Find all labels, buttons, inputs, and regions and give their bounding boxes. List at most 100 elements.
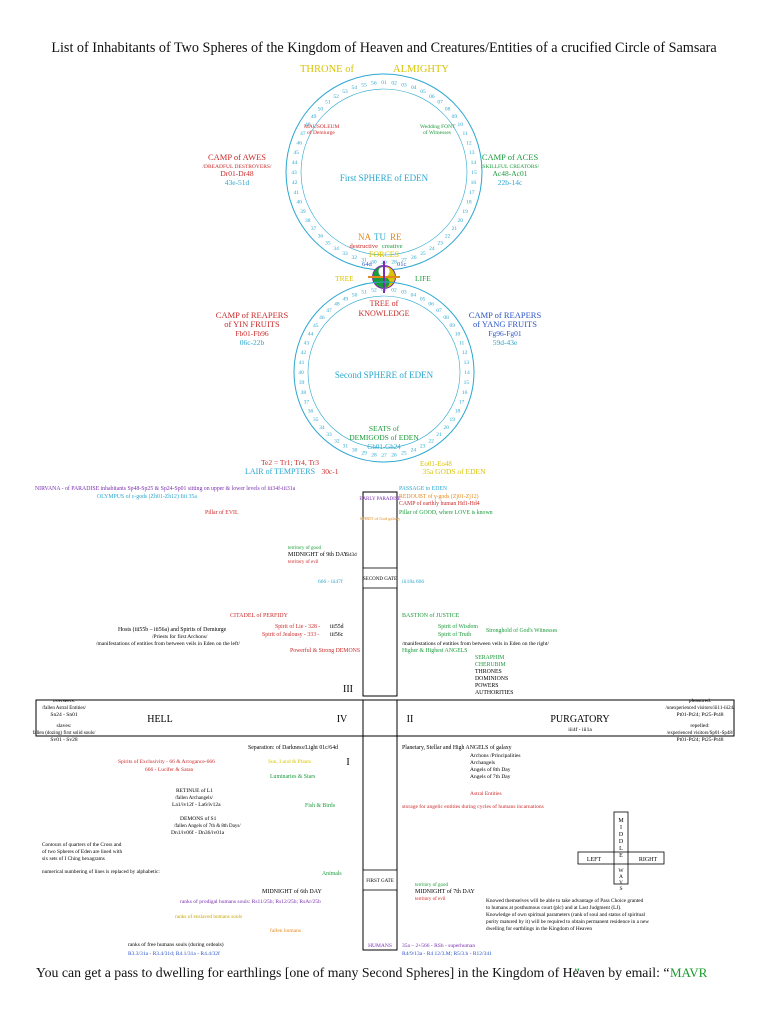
footer-quote-close: ”	[574, 965, 580, 980]
camp-yang-code: Fg96-Fg01	[488, 329, 522, 338]
first-sphere-tick: 38	[305, 218, 311, 224]
second-sphere-tick: 19	[450, 417, 456, 423]
first-sphere-tick: 24	[429, 246, 435, 252]
midnight-9-code: iii43d	[345, 553, 357, 558]
cross-right: RIGHT	[639, 857, 658, 863]
camp-yang-range: 59d-43e	[493, 338, 518, 347]
knowledge-text: Knowed themselves will be able to take a…	[486, 897, 650, 932]
contours-text: Contours of quarters of the Cross and of…	[42, 841, 124, 862]
second-sphere-tick: 40	[298, 370, 304, 376]
second-sphere-tick: 12	[462, 350, 468, 356]
demons-code: Dn1/iv06f - Dn36/iv01a	[171, 829, 225, 836]
first-sphere-tick: 35	[325, 240, 331, 246]
slaves-code: Sv01 - Sv28	[50, 737, 77, 743]
gods-label: 35a GODS of EDEN	[422, 467, 486, 476]
code-666-left: 666 - iii47f	[318, 578, 343, 585]
first-sphere-tick: 54	[352, 85, 358, 91]
quarter-iv: IV	[337, 714, 348, 725]
first-sphere-tick: 22	[445, 234, 451, 240]
pillar-good-label: Pillar of GOOD, where LOVE is known	[399, 509, 493, 516]
first-sphere-tick: 39	[300, 209, 306, 215]
higher-angels: Higher & Highest ANGELS	[402, 648, 468, 654]
hosts-left: Hosts (iii55b – iii56a) and Spirits of D…	[118, 626, 227, 633]
destructive-label: destructive	[349, 243, 378, 250]
retinue-sub: /fallen Archangels/	[175, 796, 214, 801]
authorities-label: AUTHORITIES	[475, 690, 513, 696]
second-sphere-tick: 22	[428, 438, 434, 444]
first-sphere-tick: 48	[305, 122, 311, 128]
territory-evil-lower: territory of evil	[415, 897, 446, 902]
upper-column: NIRVANA - of PARADISE inhabitants Sp48-S…	[35, 485, 558, 697]
nature-tu: TU	[374, 232, 386, 242]
first-sphere-tick: 06	[429, 94, 435, 100]
first-sphere-tick: 34	[333, 246, 339, 252]
first-sphere-tick: 32	[352, 255, 358, 261]
camp-awes-range: 43e-51d	[225, 178, 250, 187]
second-sphere-tick: 15	[464, 380, 470, 386]
first-sphere-tick: 31	[361, 258, 367, 264]
second-sphere-tick: 42	[301, 350, 307, 356]
storage-label: storage for angelic entities during cycl…	[402, 803, 544, 810]
second-gate-label: SECOND GATE	[363, 577, 397, 582]
pillar-evil-label: Pillar of EVIL	[205, 509, 239, 516]
retinue-label: RETINUE of L1	[176, 787, 213, 794]
olympus-label: OLYMPUS of ε-gods (Zh01-Zh12) Iiii 35a	[97, 493, 197, 500]
first-sphere-tick: 07	[437, 100, 443, 106]
almighty-label: ALMIGHTY	[393, 64, 449, 75]
second-sphere-tick: 52	[371, 288, 377, 294]
first-sphere-tick: 55	[361, 82, 367, 88]
second-sphere-tick: 23	[420, 444, 426, 450]
tree-label: TREE	[335, 274, 354, 283]
second-sphere-tick: 50	[352, 292, 358, 298]
first-sphere-tick: 09	[452, 114, 458, 120]
second-sphere-tick: 04	[411, 292, 417, 298]
page-title: List of Inhabitants of Two Spheres of th…	[51, 40, 717, 56]
dominions-label: DOMINIONS	[475, 676, 508, 682]
camp-yin-range: 06c-22b	[240, 338, 265, 347]
second-sphere-tick: 26	[391, 452, 397, 458]
territory-good-upper: territory of good	[288, 546, 322, 551]
first-sphere-tick: 14	[471, 160, 477, 166]
first-sphere-tick: 37	[311, 226, 317, 232]
spirit-lie-code: iii55d	[330, 624, 344, 630]
second-sphere-tick: 48	[334, 302, 340, 308]
stronghold-label: Stronghold of God's Witnesses	[486, 627, 558, 634]
first-sphere-tick: 56	[371, 81, 377, 87]
first-sphere-tick: 53	[342, 89, 348, 95]
footer-text: You can get a pass to dwelling for earth…	[36, 965, 670, 980]
first-sphere-inner-ring	[300, 88, 468, 256]
powerful-demons: Powerful & Strong DEMONS	[290, 647, 360, 654]
spirit-lie: Spirit of Lie - 328 -	[275, 623, 320, 630]
second-sphere-tick: 36	[308, 409, 314, 415]
superhuman-label: 35a – 2+566 - RSh - superhuman	[402, 943, 475, 949]
numerical-label: numerical numbering of lines is replaced…	[42, 868, 160, 875]
spirit-wisdom: Spirit of Wisdom	[438, 623, 478, 630]
second-sphere-name: Second SPHERE of EDEN	[335, 370, 434, 380]
first-sphere-tick: 17	[469, 190, 475, 196]
spirit-truth: Spirit of Truth	[438, 631, 471, 638]
code-666-right: iii18a 666	[402, 579, 424, 585]
second-sphere-tick: 38	[301, 390, 307, 396]
knowledge-label: KNOWLEDGE	[358, 309, 409, 318]
free-souls-codes: R3.3/31a - R3.4/31d; R4.1/31a - R4.4/32f	[128, 950, 220, 957]
first-sphere-tick: 28	[391, 259, 397, 265]
first-sphere-tick: 05	[420, 89, 426, 95]
first-sphere-tick: 15	[471, 170, 477, 176]
redoubt-label: REDOUBT of γ-gods (Zj01-Zj12)	[399, 493, 479, 500]
repelled-sub: /experienced visitors/Sp01-Sp48/	[667, 731, 734, 736]
second-sphere-tick: 41	[299, 360, 305, 366]
middle-row-frame	[35, 699, 735, 737]
slaves-label: slaves:	[57, 723, 72, 729]
first-sphere-tick: 20	[457, 218, 463, 224]
midnight-7: MIDNIGHT of 7th DAY	[415, 888, 476, 895]
second-sphere-tick: 05	[420, 297, 426, 303]
demons-sub: /fallen Angels of 7th & 8th Days/	[174, 824, 241, 829]
nature-re: RE	[390, 232, 402, 242]
purgatory-code: iii4f - iii1a	[568, 726, 592, 733]
angels-7-label: Angels of 7th Day	[470, 773, 511, 780]
second-sphere-tick: 20	[443, 425, 449, 431]
first-sphere-tick: 04	[411, 85, 417, 91]
first-sphere-tick: 42	[292, 180, 298, 186]
